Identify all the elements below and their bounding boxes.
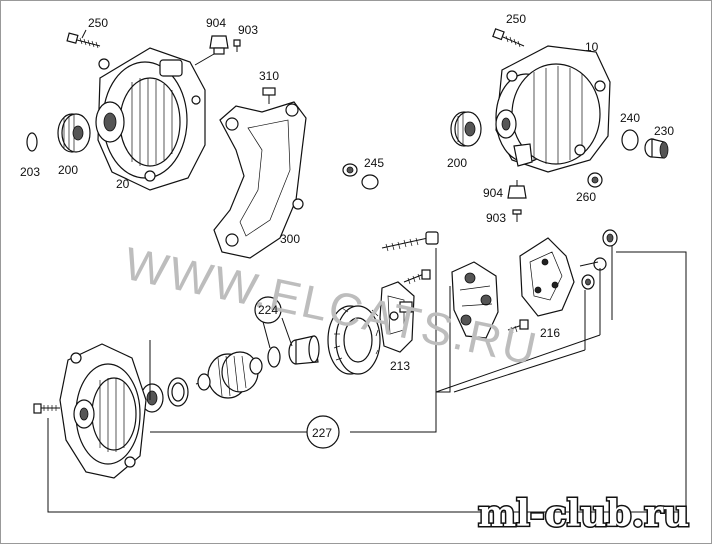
end-cover-part-216[interactable] (519, 237, 575, 317)
alternator-part-20[interactable] (95, 47, 206, 191)
nut-part-260[interactable] (587, 172, 603, 188)
bearing-front[interactable] (140, 383, 164, 413)
screw-bottom-left[interactable] (33, 403, 60, 414)
plug-part-904-right[interactable] (507, 180, 527, 199)
callout-250-right: 250 (506, 12, 526, 26)
callout-circle-227 (306, 415, 340, 449)
stator-winding[interactable] (327, 305, 381, 375)
callout-904-top: 904 (206, 16, 226, 30)
washer-part-240[interactable] (621, 129, 639, 151)
pulley-part-200-left[interactable] (57, 113, 91, 153)
callout-260: 260 (576, 190, 596, 204)
callout-240: 240 (620, 111, 640, 125)
callout-245: 245 (364, 156, 384, 170)
rectifier-plate[interactable] (451, 261, 499, 339)
callout-227: 227 (312, 426, 332, 440)
callout-200-right: 200 (447, 156, 467, 170)
callout-203: 203 (20, 165, 40, 179)
callout-250-left: 250 (88, 16, 108, 30)
pulley-part-200-right[interactable] (450, 111, 482, 147)
washer-front[interactable] (167, 377, 189, 407)
callout-circle-224 (254, 296, 282, 324)
plug-part-230[interactable] (644, 138, 669, 159)
callout-10: 10 (585, 40, 599, 54)
small-bolt-center[interactable] (403, 269, 431, 285)
callout-216: 216 (540, 326, 560, 340)
screw-part-310[interactable] (262, 87, 276, 104)
regulator-part-213[interactable] (379, 281, 415, 353)
callout-903-top: 903 (238, 23, 258, 37)
ring-part-224[interactable] (267, 346, 281, 368)
callout-904-right: 904 (483, 186, 503, 200)
bolt-part-250-right[interactable] (492, 28, 525, 48)
screw-part-903-right[interactable] (512, 209, 522, 222)
bolt-part-250-left[interactable] (66, 32, 101, 49)
callout-213: 213 (390, 359, 410, 373)
bracket-part-300[interactable] (213, 101, 307, 259)
drive-end-housing[interactable] (59, 343, 147, 479)
callout-200-left: 200 (58, 163, 78, 177)
alternator-part-10[interactable] (495, 45, 611, 173)
screw-part-903-top[interactable] (233, 39, 241, 52)
rotor[interactable] (195, 351, 263, 399)
bearing-sleeve[interactable] (288, 335, 320, 365)
callout-300: 300 (280, 232, 300, 246)
plug-part-904-top[interactable] (194, 35, 229, 66)
callout-20: 20 (116, 177, 130, 191)
callout-903-right: 903 (486, 211, 506, 225)
callout-224: 224 (258, 303, 278, 317)
nut-part-245[interactable] (342, 163, 379, 190)
leader-lines (47, 29, 687, 513)
callout-310: 310 (259, 69, 279, 83)
callout-230: 230 (654, 124, 674, 138)
washer-part-203[interactable] (26, 132, 38, 152)
nut-stack-right[interactable] (579, 229, 618, 290)
screw-near-cover[interactable] (507, 319, 529, 334)
through-bolt[interactable] (381, 231, 439, 252)
brand-logo-text: ml-club.ru (478, 493, 689, 535)
